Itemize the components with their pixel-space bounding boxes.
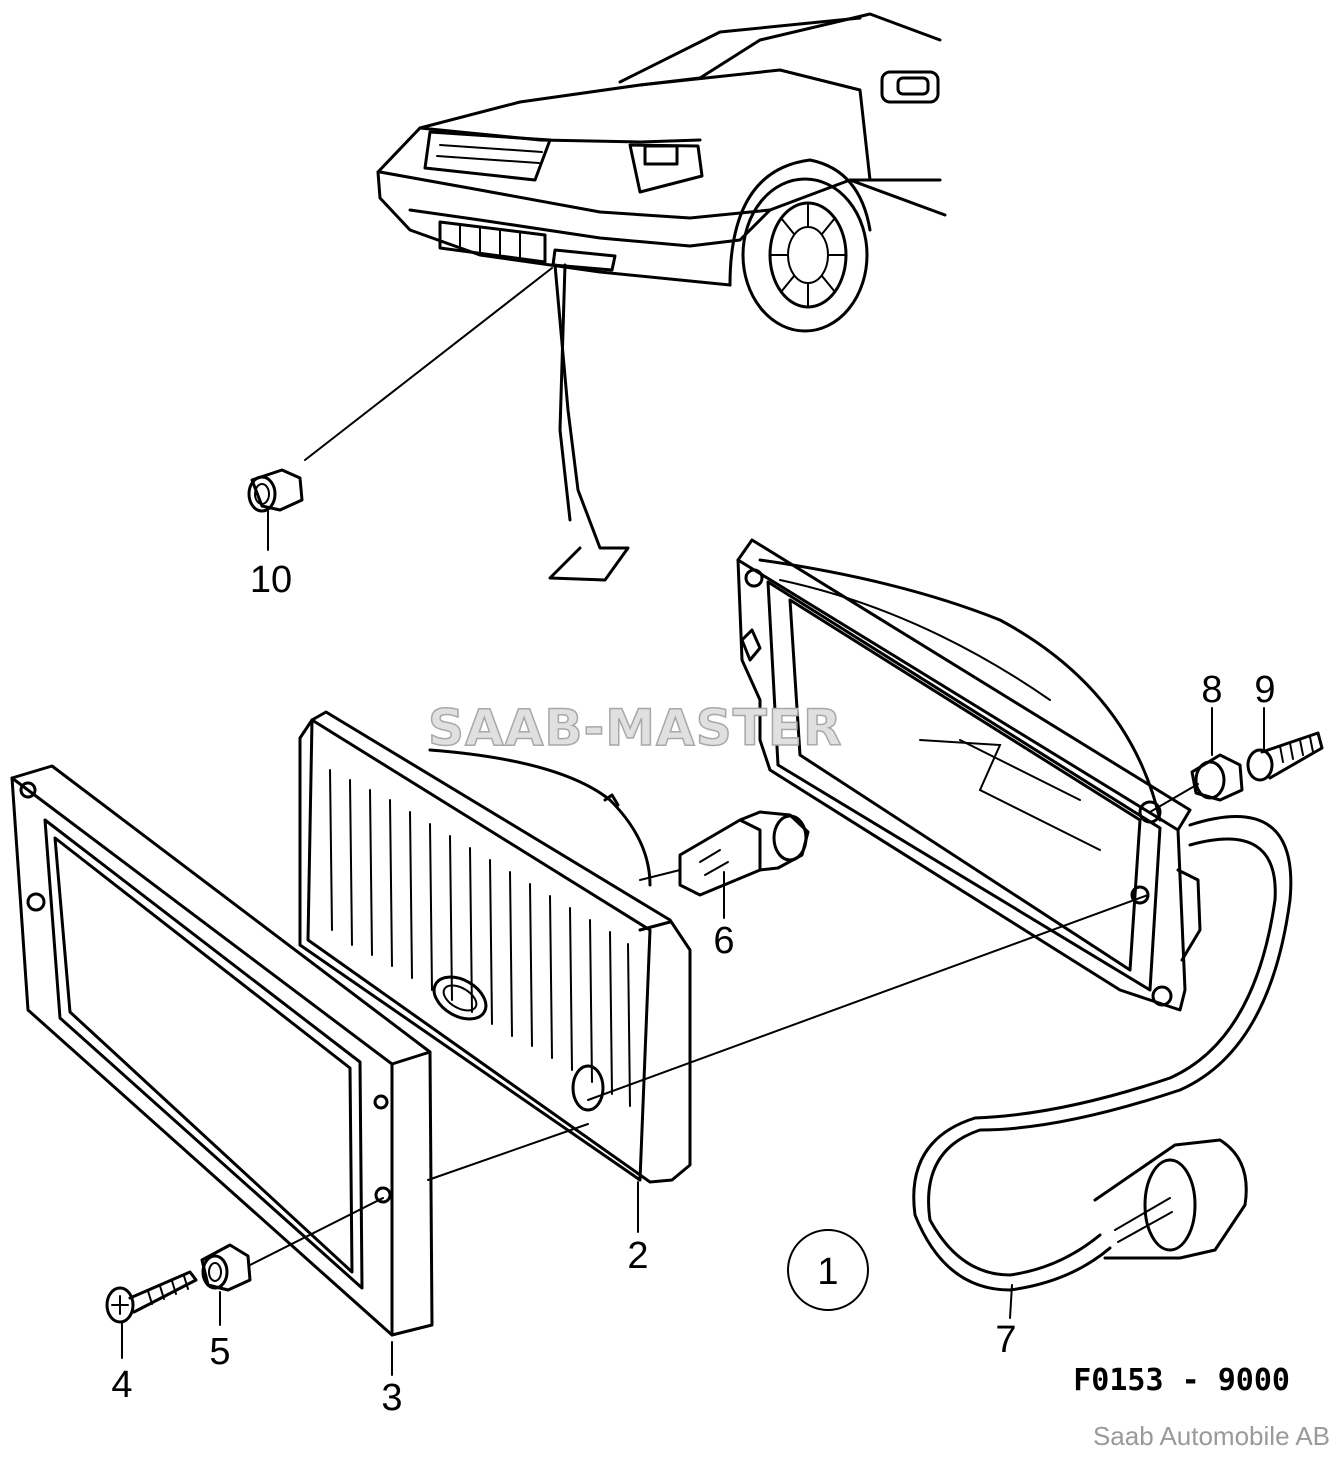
assembly-lines <box>249 783 1199 1266</box>
assembly-indicator: 1 <box>787 1229 869 1311</box>
grommet-part-10 <box>247 468 304 551</box>
callout-4: 4 <box>111 1364 132 1406</box>
callout-10: 10 <box>250 559 292 601</box>
cable-part-7 <box>912 815 1293 1319</box>
credit-text: Saab Automobile AB <box>1093 1421 1330 1451</box>
watermark-text: SAAB-MASTER <box>428 699 843 757</box>
assembly-label: 1 <box>817 1251 838 1293</box>
callout-8: 8 <box>1201 669 1222 711</box>
nut-part-8 <box>1190 707 1244 802</box>
location-arrow <box>548 263 630 582</box>
lens-part-2 <box>298 710 692 1233</box>
grommet-part-5 <box>200 1243 252 1326</box>
lamp-housing <box>736 538 1202 1012</box>
figure-code: F0153 - 9000 <box>1073 1363 1290 1398</box>
callout-7: 7 <box>995 1319 1016 1361</box>
frame-part-3 <box>10 764 434 1376</box>
bulb-part-6 <box>639 810 810 919</box>
callout-3: 3 <box>381 1377 402 1419</box>
screw-part-4 <box>105 1270 198 1359</box>
callout-2: 2 <box>627 1235 648 1277</box>
callout-6: 6 <box>713 920 734 962</box>
callout-5: 5 <box>209 1331 230 1373</box>
bolt-part-9 <box>1246 707 1324 782</box>
car-illustration <box>376 12 947 333</box>
leader-line-10 <box>304 267 553 461</box>
callout-9: 9 <box>1254 669 1275 711</box>
